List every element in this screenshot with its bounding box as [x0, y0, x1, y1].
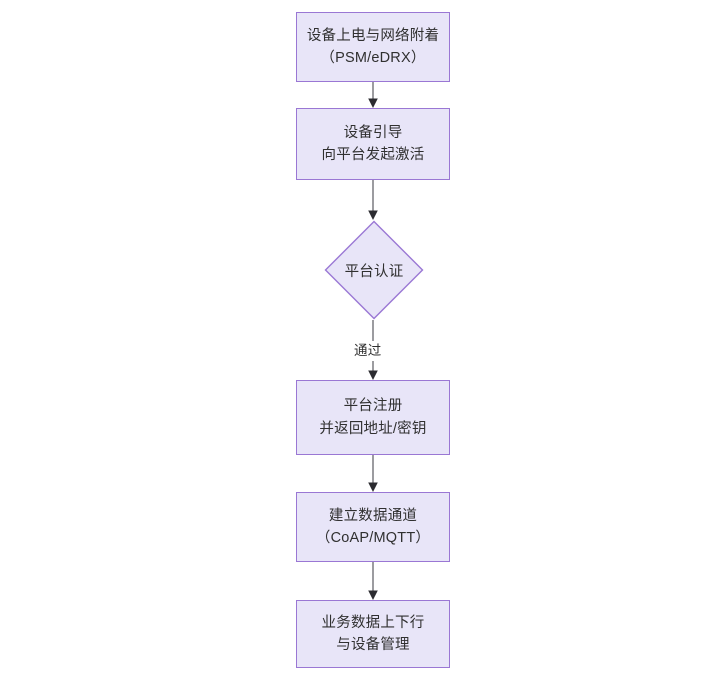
- node-device-bootstrap-line1: 设备引导: [343, 124, 403, 141]
- node-business-data-line1: 业务数据上下行: [321, 614, 425, 631]
- node-platform-registration[interactable]: 平台注册 并返回地址/密钥: [296, 380, 450, 455]
- node-establish-data-channel[interactable]: 建立数据通道 （CoAP/MQTT）: [296, 492, 450, 562]
- node-platform-registration-line2: 并返回地址/密钥: [319, 420, 427, 437]
- node-device-power-on[interactable]: 设备上电与网络附着 （PSM/eDRX）: [296, 12, 450, 82]
- node-device-bootstrap[interactable]: 设备引导 向平台发起激活: [296, 108, 450, 180]
- node-device-power-on-line1: 设备上电与网络附着: [306, 27, 440, 44]
- node-business-data-line2: 与设备管理: [336, 637, 410, 653]
- node-establish-data-channel-line2: （CoAP/MQTT）: [315, 530, 431, 546]
- node-platform-authentication-label: 平台认证: [344, 263, 404, 280]
- edge-n1-n2: [368, 82, 378, 108]
- node-platform-authentication[interactable]: 平台认证: [324, 220, 424, 320]
- node-device-power-on-line2: （PSM/eDRX）: [320, 50, 426, 66]
- edge-n2-n3: [368, 180, 378, 220]
- edge-label-pass: 通过: [350, 341, 386, 361]
- edge-n4-n5: [368, 455, 378, 492]
- edge-n5-n6: [368, 562, 378, 600]
- node-platform-registration-line1: 平台注册: [343, 398, 403, 415]
- node-device-bootstrap-line2: 向平台发起激活: [321, 147, 425, 163]
- diamond-shape-icon: [324, 220, 424, 320]
- node-business-data-and-device-management[interactable]: 业务数据上下行 与设备管理: [296, 600, 450, 668]
- node-establish-data-channel-line1: 建立数据通道: [328, 507, 418, 524]
